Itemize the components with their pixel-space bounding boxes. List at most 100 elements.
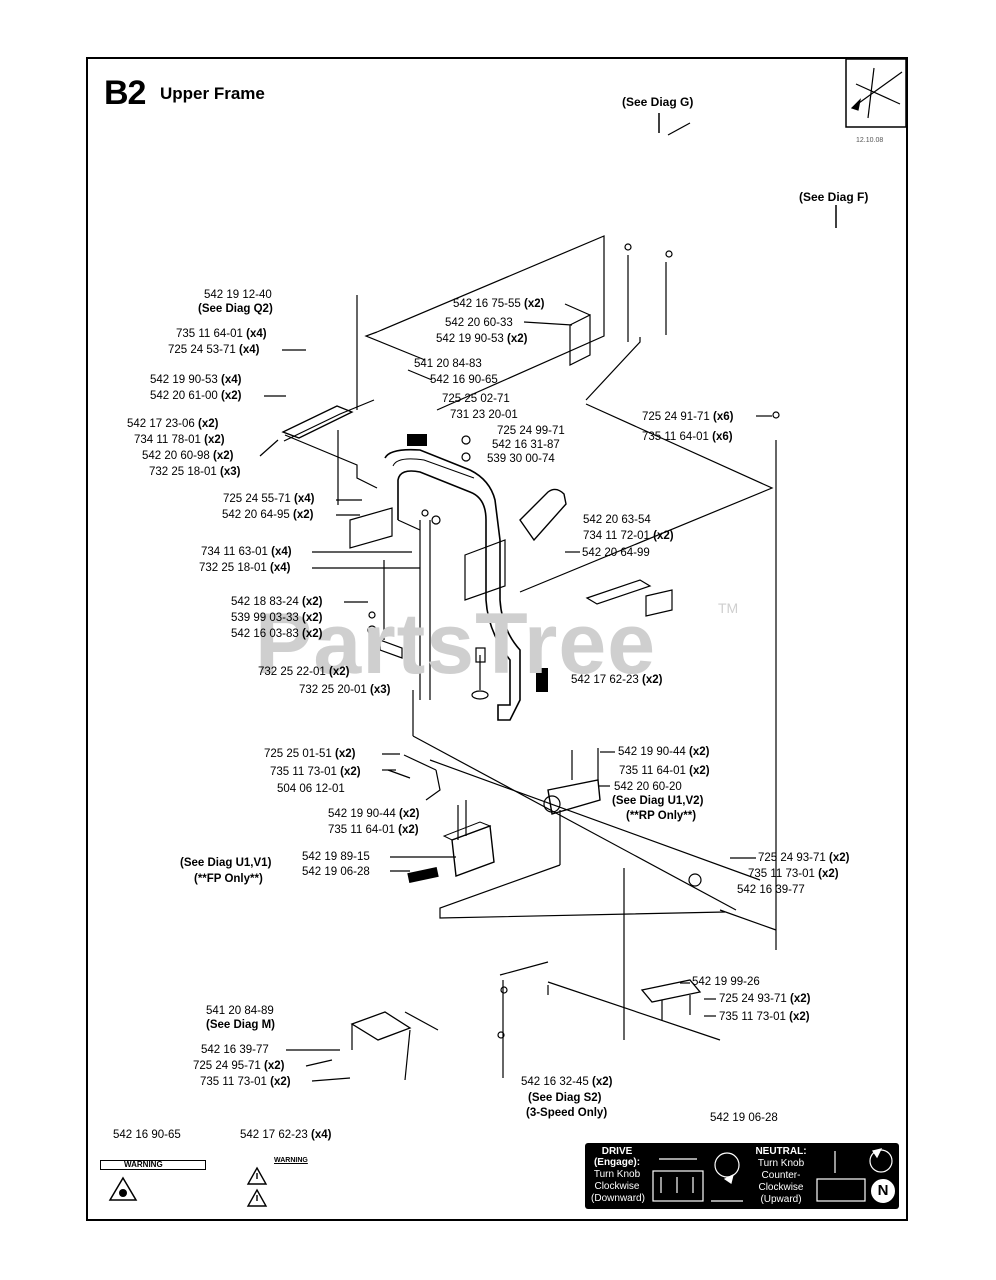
drive-diagram-icon — [652, 1152, 743, 1202]
warning-decal-left: WARNING — [100, 1160, 206, 1204]
part-label: 735 11 64-01 (x6) — [642, 431, 733, 443]
part-label: 542 19 89-15 — [302, 851, 370, 863]
quantity-label: (x2) — [213, 450, 234, 462]
part-label: 542 19 90-44 (x2) — [618, 746, 710, 758]
warning-label: WARNING — [124, 1160, 163, 1169]
part-label: 542 17 62-23 (x2) — [571, 674, 663, 686]
part-label: 542 18 83-24 (x2) — [231, 596, 323, 608]
diagram-frame — [86, 57, 908, 1221]
ref-three-speed: (3-Speed Only) — [526, 1107, 608, 1119]
part-label: 735 11 73-01 (x2) — [200, 1076, 291, 1088]
part-label: 732 25 22-01 (x2) — [258, 666, 350, 678]
warning-triangle-icon — [246, 1166, 268, 1185]
part-label: 542 17 23-06 (x2) — [127, 418, 219, 430]
quantity-label: (x2) — [689, 746, 710, 758]
part-label: 735 11 73-01 (x2) — [270, 766, 361, 778]
quantity-label: (x4) — [294, 493, 315, 505]
part-label: 725 24 55-71 (x4) — [223, 493, 315, 505]
quantity-label: (x2) — [204, 434, 225, 446]
part-label: 542 16 31-87 — [492, 439, 560, 451]
part-label: 732 25 20-01 (x3) — [299, 684, 391, 696]
watermark: PartsTree — [255, 596, 657, 692]
drive-neutral-decal: DRIVE (Engage): Turn Knob Clockwise (Dow… — [585, 1143, 899, 1209]
quantity-label: (x4) — [221, 374, 242, 386]
part-label: 725 24 93-71 (x2) — [719, 993, 811, 1005]
part-label: 542 16 39-77 — [737, 884, 805, 896]
warning-triangle-icon — [108, 1176, 138, 1201]
quantity-label: (x4) — [271, 546, 292, 558]
part-label: 734 11 63-01 (x4) — [201, 546, 292, 558]
neutral-line-4: (Upward) — [760, 1194, 802, 1205]
part-label: 542 19 90-53 (x2) — [436, 333, 528, 345]
ref-diag-m: (See Diag M) — [206, 1019, 276, 1031]
quantity-label: (x6) — [713, 411, 734, 423]
part-label: 539 30 00-74 — [487, 453, 555, 465]
ref-rp-only: (**RP Only**) — [626, 810, 697, 822]
part-label: 542 19 90-53 (x4) — [150, 374, 242, 386]
part-label: 735 11 64-01 (x2) — [619, 765, 710, 777]
part-label: 542 16 75-55 (x2) — [453, 298, 545, 310]
part-label: 725 25 02-71 — [442, 393, 510, 405]
part-label: 541 20 84-83 — [414, 358, 482, 370]
quantity-label: (x2) — [293, 509, 314, 521]
part-label: 542 16 90-65 — [430, 374, 498, 386]
part-label: 725 24 91-71 (x6) — [642, 411, 734, 423]
compass-icon — [845, 58, 907, 128]
quantity-label: (x4) — [270, 562, 291, 574]
drive-title: DRIVE — [601, 1146, 633, 1157]
neutral-line-2: Counter- — [761, 1170, 801, 1181]
neutral-badge: N — [871, 1179, 895, 1203]
quantity-label: (x2) — [302, 596, 323, 608]
part-label: 725 24 93-71 (x2) — [758, 852, 850, 864]
quantity-label: (x2) — [198, 418, 219, 430]
part-label: 542 19 12-40 — [204, 289, 272, 301]
part-label: 504 06 12-01 — [277, 783, 345, 795]
part-label: 732 25 18-01 (x4) — [199, 562, 291, 574]
part-label: 542 19 06-28 — [710, 1112, 778, 1124]
part-label: 734 11 78-01 (x2) — [134, 434, 225, 446]
part-label: 735 11 64-01 (x2) — [328, 824, 419, 836]
quantity-label: (x2) — [524, 298, 545, 310]
ref-diag-s2: (See Diag S2) — [528, 1092, 602, 1104]
neutral-line-1: Turn Knob — [757, 1158, 805, 1169]
neutral-diagram-icon — [816, 1148, 893, 1202]
part-label: 725 25 01-51 (x2) — [264, 748, 356, 760]
quantity-label: (x2) — [507, 333, 528, 345]
part-label: 542 19 06-28 — [302, 866, 370, 878]
quantity-label: (x2) — [340, 766, 361, 778]
part-label: 725 24 95-71 (x2) — [193, 1060, 285, 1072]
warning-label: WARNING — [274, 1157, 308, 1164]
quantity-label: (x2) — [270, 1076, 291, 1088]
warning-triangle-icon — [246, 1188, 268, 1207]
quantity-label: (x3) — [370, 684, 391, 696]
part-label: 735 11 73-01 (x2) — [719, 1011, 810, 1023]
part-label: 731 23 20-01 — [450, 409, 518, 421]
drive-line-2: Clockwise — [594, 1181, 640, 1192]
section-code: B2 — [104, 74, 146, 112]
rotate-counterclockwise-icon — [869, 1149, 893, 1173]
quantity-label: (x4) — [239, 344, 260, 356]
neutral-line-3: Clockwise — [758, 1182, 804, 1193]
part-label: 542 16 03-83 (x2) — [231, 628, 323, 640]
part-label: 735 11 64-01 (x4) — [176, 328, 267, 340]
part-label: 542 16 32-45 (x2) — [521, 1076, 613, 1088]
decal-part-number: 542 17 62-23 (x4) — [240, 1129, 332, 1141]
quantity-label: (x2) — [818, 868, 839, 880]
decal-part-number: 542 16 90-65 — [113, 1129, 181, 1141]
drive-line-1: Turn Knob — [593, 1169, 641, 1180]
part-label: 541 20 84-89 — [206, 1005, 274, 1017]
ref-diag-q2: (See Diag Q2) — [198, 303, 273, 315]
part-label: 539 99 03-33 (x2) — [231, 612, 323, 624]
part-label: 542 20 60-33 — [445, 317, 513, 329]
drive-engage: (Engage): — [593, 1157, 641, 1168]
quantity-label: (x2) — [642, 674, 663, 686]
watermark-trademark: TM — [718, 600, 739, 616]
quantity-label: (x4) — [246, 328, 267, 340]
part-label: 725 24 99-71 — [497, 425, 565, 437]
quantity-label: (x2) — [221, 390, 242, 402]
part-label: 542 20 63-54 — [583, 514, 651, 526]
part-label: 542 16 39-77 — [201, 1044, 269, 1056]
ref-diag-g: (See Diag G) — [622, 95, 694, 109]
quantity-label: (x2) — [789, 1011, 810, 1023]
